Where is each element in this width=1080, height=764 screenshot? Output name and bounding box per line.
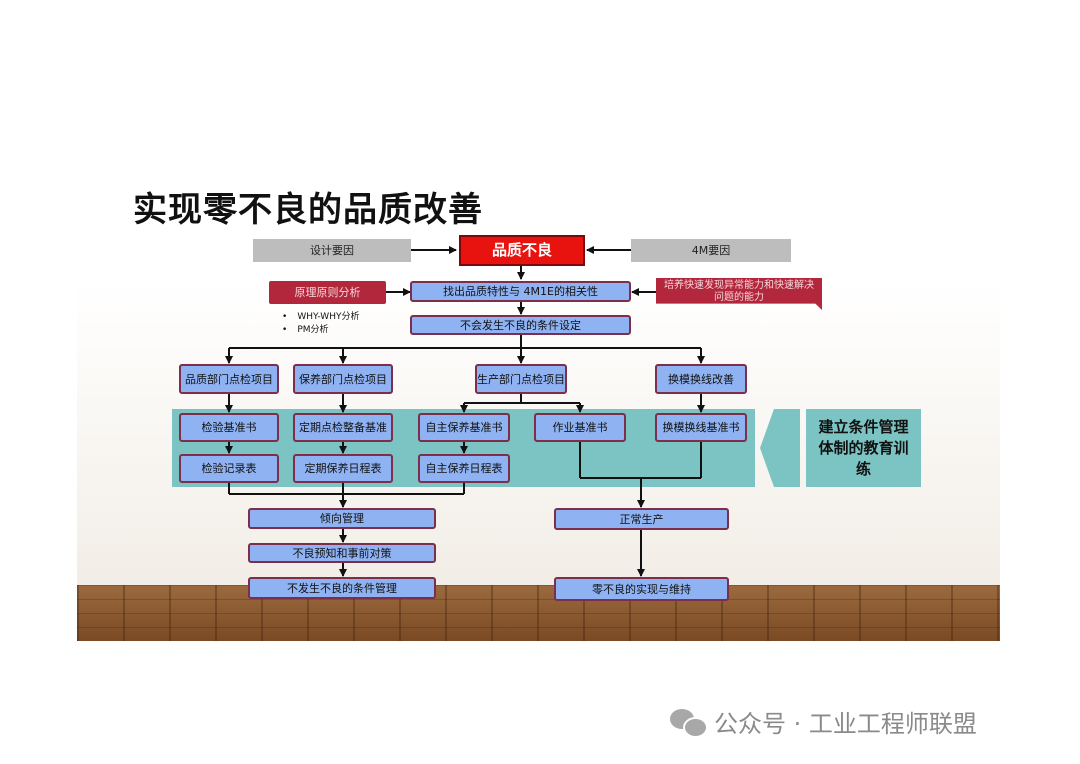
no-defect-condition-management-box: 不发生不良的条件管理 xyxy=(248,577,436,599)
footer-watermark: 公众号 · 工业工程师联盟 xyxy=(670,704,977,738)
correlation-box: 找出品质特性与 4M1E的相关性 xyxy=(410,281,631,302)
footer-text: 公众号 · 工业工程师联盟 xyxy=(714,709,977,738)
changeover-standard-box: 换模换线基准书 xyxy=(655,413,747,442)
trend-management-box: 倾向管理 xyxy=(248,508,436,529)
production-dept-box: 生产部门点检项目 xyxy=(475,364,567,394)
zero-defect-box: 零不良的实现与维持 xyxy=(554,577,729,601)
principle-analysis-box: 原理原则分析 xyxy=(269,281,386,304)
quality-defect-box: 品质不良 xyxy=(459,235,585,266)
design-factor-box: 设计要因 xyxy=(253,239,411,262)
bullet-why-why: WHY-WHY分析 xyxy=(282,311,359,324)
autonomous-maintenance-schedule-box: 自主保养日程表 xyxy=(418,454,510,483)
analysis-bullet-list: WHY-WHY分析 PM分析 xyxy=(282,311,359,337)
bullet-pm: PM分析 xyxy=(282,324,359,337)
work-standard-box: 作业基准书 xyxy=(534,413,626,442)
condition-setting-box: 不会发生不良的条件设定 xyxy=(410,315,631,335)
maintenance-dept-box: 保养部门点检项目 xyxy=(293,364,393,394)
wechat-icon xyxy=(670,706,708,738)
quality-dept-box: 品质部门点检项目 xyxy=(179,364,279,394)
defect-prediction-box: 不良预知和事前对策 xyxy=(248,543,436,563)
periodic-inspection-standard-box: 定期点检整备基准 xyxy=(293,413,393,442)
page-title: 实现零不良的品质改善 xyxy=(133,190,483,230)
wood-floor xyxy=(77,585,1000,641)
inspection-record-box: 检验记录表 xyxy=(179,454,279,483)
autonomous-maintenance-standard-box: 自主保养基准书 xyxy=(418,413,510,442)
normal-production-box: 正常生产 xyxy=(554,508,729,530)
4m-factor-box: 4M要因 xyxy=(631,239,791,262)
periodic-maintenance-schedule-box: 定期保养日程表 xyxy=(293,454,393,483)
side-label-box: 建立条件管理体制的教育训练 xyxy=(806,409,921,487)
changeover-improve-box: 换模换线改善 xyxy=(655,364,747,394)
inspection-standard-box: 检验基准书 xyxy=(179,413,279,442)
